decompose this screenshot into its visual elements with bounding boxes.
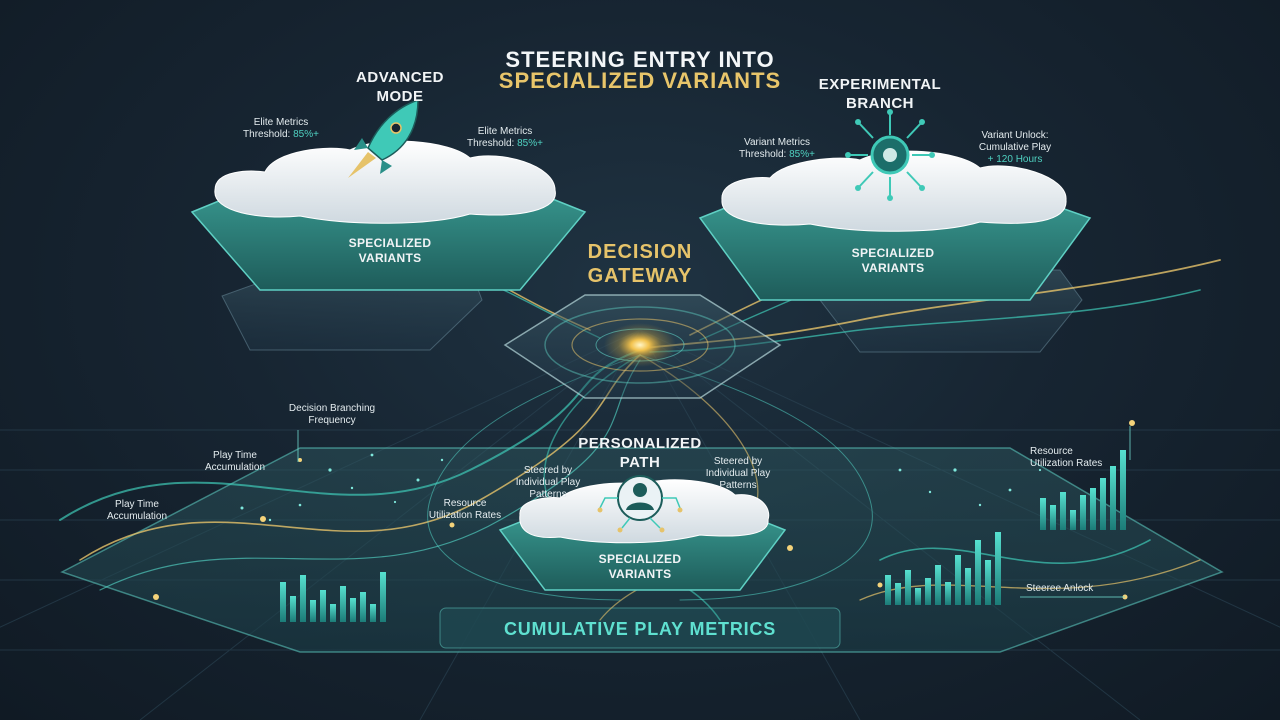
- right-bar-chart: [885, 450, 1126, 605]
- footer-banner: [439, 607, 841, 649]
- gear-circuit-icon: [845, 109, 935, 201]
- personalized-note-right: Steered by Individual Play Patterns: [705, 456, 771, 491]
- left-bar-chart: [280, 572, 386, 622]
- diagram-title-line2: SPECIALIZED VARIANTS: [498, 68, 782, 93]
- advanced-note-left: Elite Metrics Threshold: 85%+: [243, 117, 319, 140]
- decision-gateway-platform: [503, 294, 782, 399]
- experimental-note-left: Variant Metrics Threshold: 85%+: [739, 137, 815, 160]
- rocket-icon: [348, 98, 419, 178]
- annotation-pointers: [297, 426, 1131, 598]
- cumulative-play-metrics-label: CUMULATIVE PLAY METRICS: [503, 619, 777, 639]
- steered-unlock-note: Steeree Anlock: [1026, 583, 1094, 594]
- diagram-title-line1: STEERING ENTRY INTO: [505, 47, 775, 72]
- experimental-note-right: Variant Unlock: Cumulative Play + 120 Ho…: [978, 130, 1052, 165]
- personalized-note-left: Steered by Individual Play Patterns: [515, 465, 581, 500]
- advanced-mode-platform: [190, 140, 587, 291]
- gold-sparks: [153, 420, 1135, 600]
- experimental-branch-platform: [698, 150, 1092, 301]
- user-network-icon: [597, 475, 683, 533]
- personalized-path-platform: [498, 479, 787, 591]
- advanced-note-right: Elite Metrics Threshold: 85%+: [467, 126, 543, 149]
